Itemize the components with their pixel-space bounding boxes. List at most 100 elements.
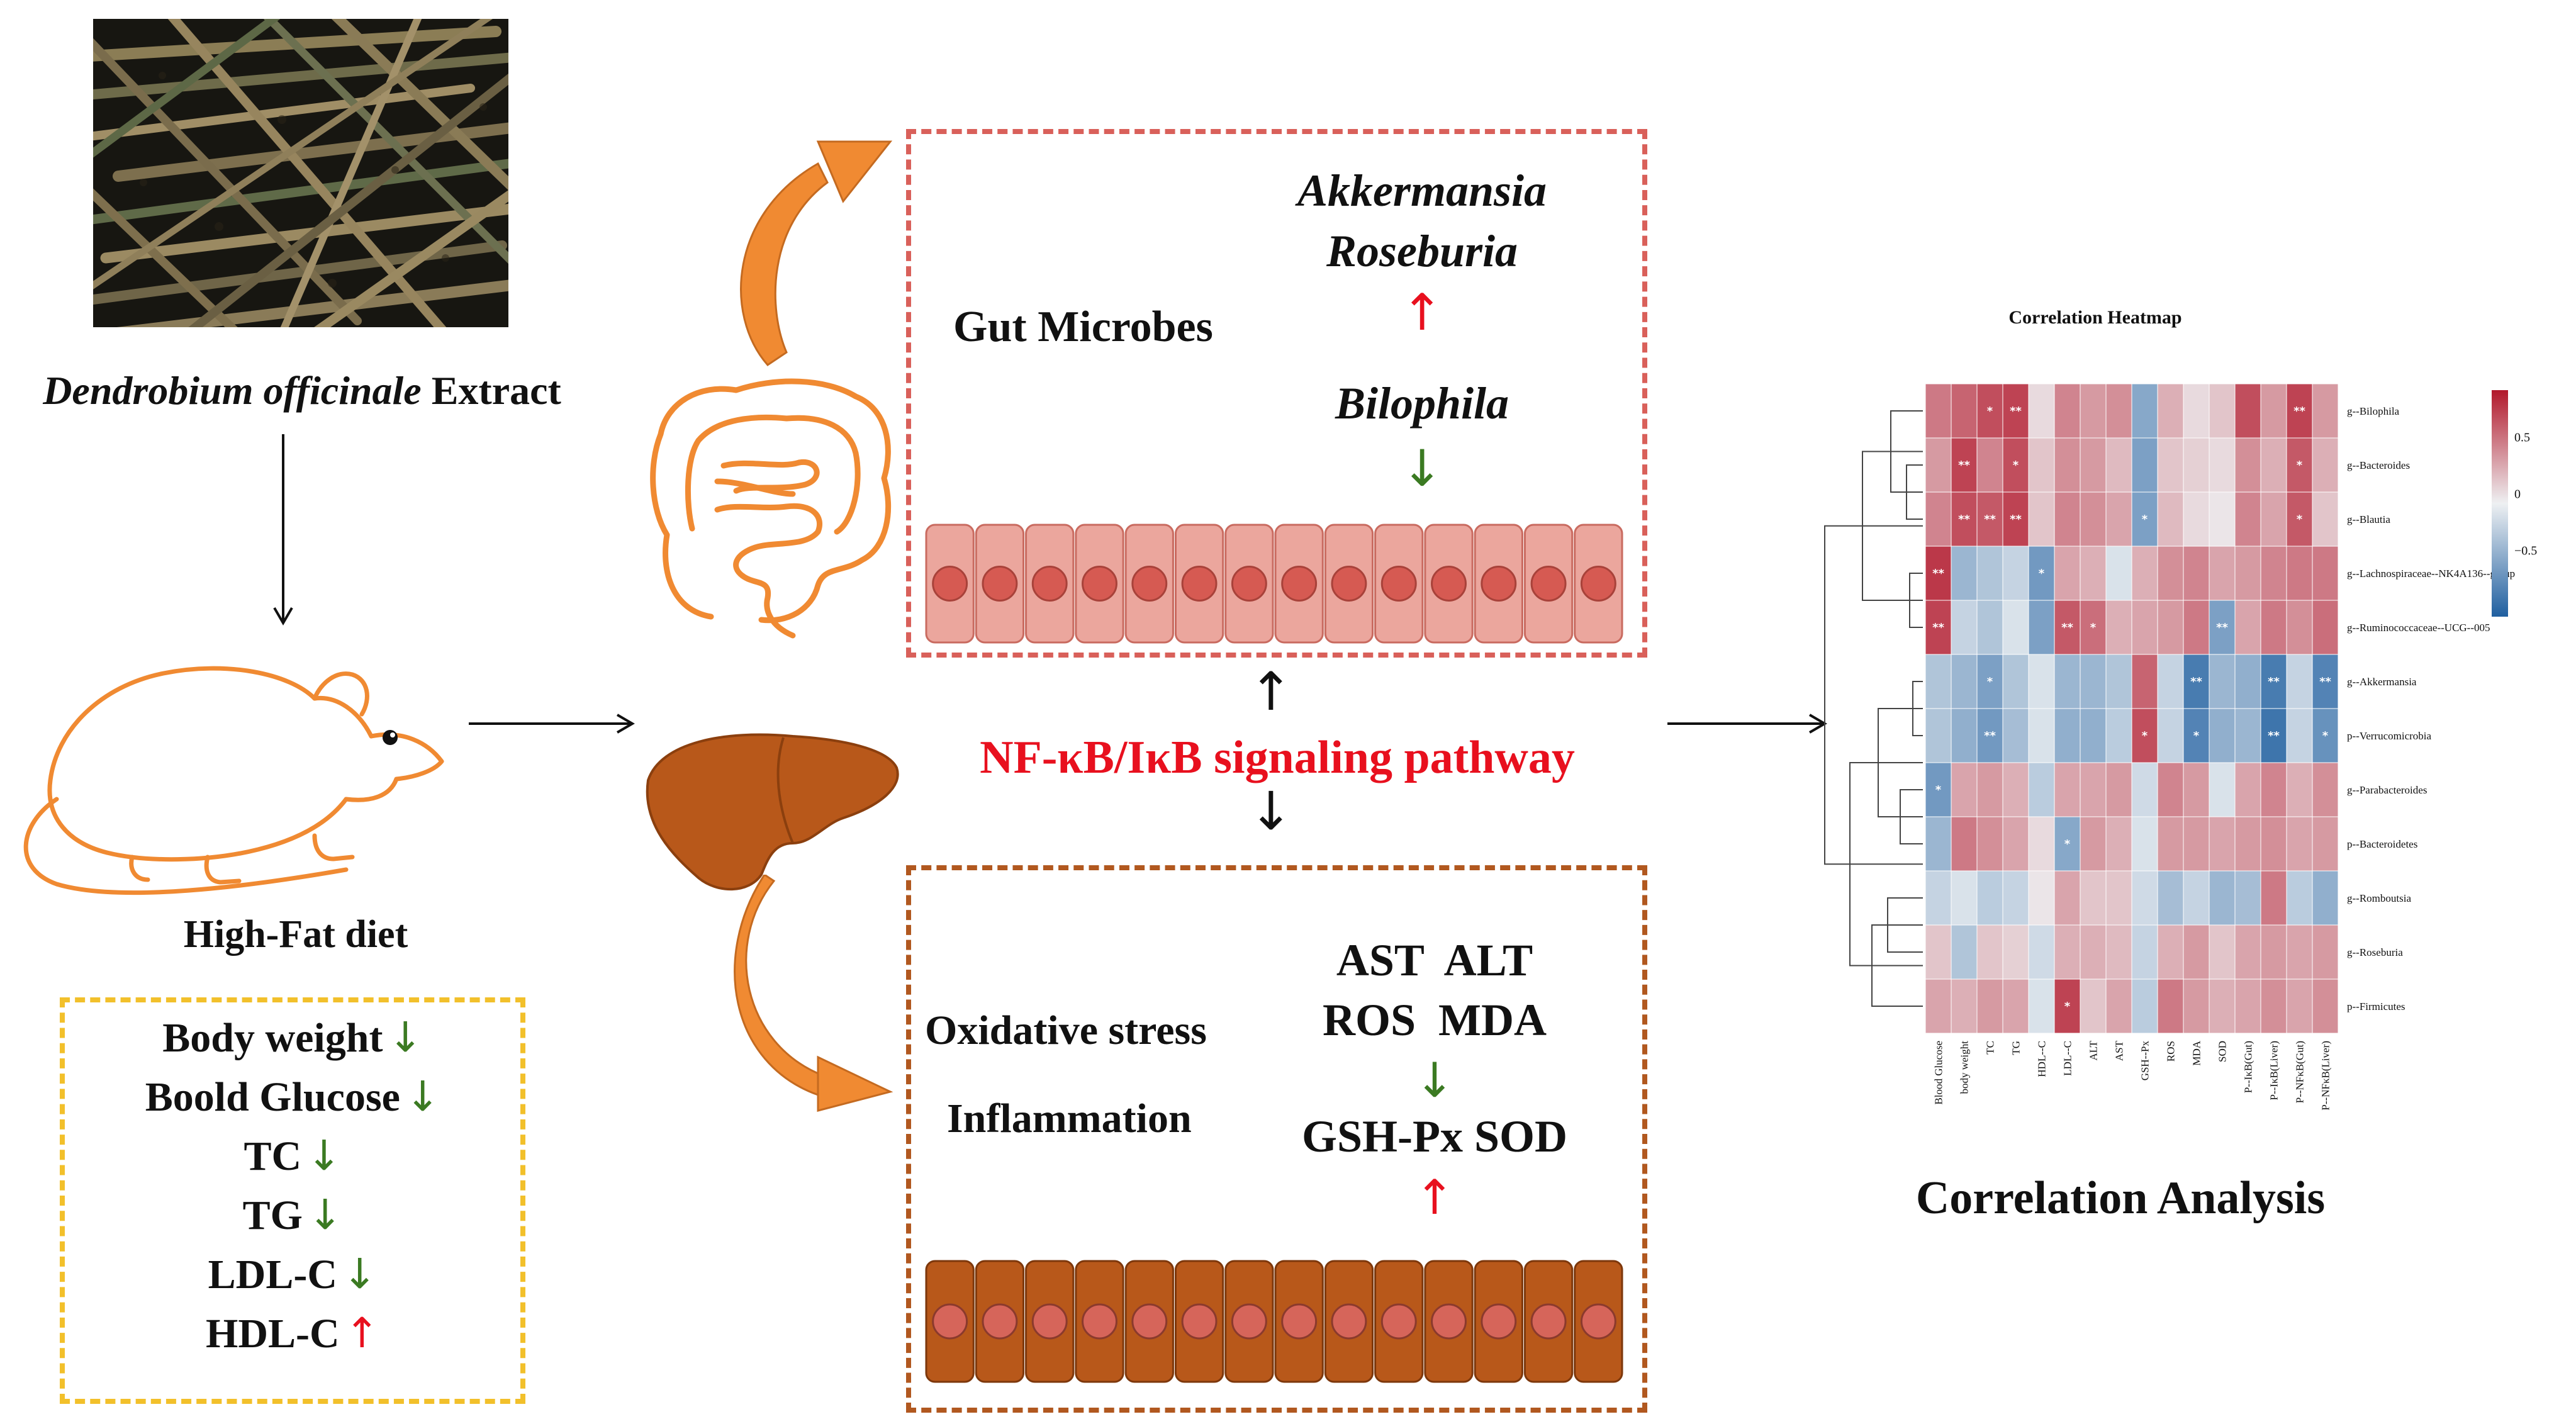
gut-epithelial-nucleus (1530, 566, 1567, 602)
heatmap-cell (2105, 762, 2132, 817)
hepatocyte-nucleus (932, 1303, 968, 1340)
heatmap-cell (2183, 600, 2210, 655)
heatmap-col-label: body weight (1959, 1041, 1971, 1094)
heatmap-cell (1976, 437, 2003, 493)
down-arrow-icon: ↓ (308, 1191, 343, 1239)
gut-increased-1: Akkermansia (1297, 165, 1547, 216)
heatmap-col-label: P--NFκB(Gut) (2294, 1041, 2306, 1103)
significance-mark: ** (2190, 675, 2202, 688)
heatmap-cell (2080, 924, 2107, 980)
heatmap-col-label: ALT (2088, 1040, 2100, 1060)
dendrobium-photo (93, 19, 508, 327)
heatmap-cell (2105, 546, 2132, 601)
significance-mark: * (2064, 1000, 2071, 1013)
heatmap-cell (2209, 383, 2236, 439)
heatmap-cell (2080, 491, 2107, 547)
heatmap-cell (2054, 546, 2081, 601)
significance-mark: * (1987, 405, 1993, 418)
gut-title: Gut Microbes (953, 303, 1213, 351)
heatmap-cell (2002, 437, 2029, 493)
heatmap-cell (2080, 870, 2107, 926)
significance-mark: ** (2010, 513, 2022, 526)
gut-decreased-1: Bilophila (1335, 378, 1509, 429)
heatmap-cell (1925, 383, 1952, 439)
heatmap-cell (2234, 924, 2261, 980)
heatmap-cell (1976, 816, 2003, 872)
heatmap-cell (2028, 437, 2055, 493)
heatmap-cell (2209, 816, 2236, 872)
down-arrow-icon: ↓ (342, 1250, 378, 1298)
heatmap-cell (2260, 978, 2287, 1034)
significance-mark: * (2090, 621, 2097, 634)
heatmap-cell (2260, 654, 2287, 709)
gut-epithelial-nucleus (1331, 566, 1367, 602)
heatmap-cell (2286, 978, 2313, 1034)
heatmap-cell (2028, 383, 2055, 439)
heatmap-col-label: P--IκB(Gut) (2243, 1041, 2254, 1093)
down-arrow-icon: ↓ (306, 1131, 342, 1180)
heatmap-cell (2209, 491, 2236, 547)
heatmap-cell (2105, 383, 2132, 439)
heatmap-cell (1976, 870, 2003, 926)
correlation-heatmap: ****************************************… (1824, 383, 2537, 1111)
heatmap-cell (2002, 546, 2029, 601)
heatmap-cell (1976, 600, 2003, 655)
liver-down-arrow: ↓ (1414, 1052, 1455, 1108)
gut-epithelial-nucleus (982, 566, 1018, 602)
heatmap-cell (1976, 762, 2003, 817)
heatmap-cell (2260, 491, 2287, 547)
heatmap-cell (2286, 762, 2313, 817)
heatmap-cell (1951, 816, 1978, 872)
heatmap-col-label: TC (1985, 1041, 1996, 1055)
heatmap-cell (2080, 383, 2107, 439)
significance-mark: ** (1984, 729, 1996, 743)
liver-markers-line3: GSH-Px SOD (1301, 1111, 1568, 1162)
heatmap-cell (2183, 978, 2210, 1034)
gut-epithelial-nucleus (1580, 566, 1616, 602)
heatmap-cell (2209, 924, 2236, 980)
effect-row: HDL-C↑ (60, 1309, 525, 1358)
heatmap-cell (2183, 762, 2210, 817)
heatmap-cell (2157, 600, 2184, 655)
heatmap-cell (2131, 924, 2158, 980)
heatmap-cell (2028, 816, 2055, 872)
heatmap-cell (2286, 437, 2313, 493)
significance-mark: * (1987, 675, 1993, 688)
gut-epithelial-nucleus (1131, 566, 1168, 602)
heatmap-cell (2286, 816, 2313, 872)
heatmap-cell (2260, 870, 2287, 926)
significance-mark: ** (2010, 405, 2022, 418)
heatmap-cell (2157, 762, 2184, 817)
heatmap-cell (2002, 978, 2029, 1034)
pathway-up-arrow: ↑ (1248, 661, 1294, 722)
gut-epithelium (925, 522, 1623, 645)
heatmap-cell (2209, 600, 2236, 655)
hepatocyte-nucleus (1580, 1303, 1616, 1340)
heatmap-cell (2183, 546, 2210, 601)
significance-mark: ** (2268, 729, 2280, 743)
heatmap-cell (2312, 978, 2339, 1034)
heatmap-cell (2183, 437, 2210, 493)
heatmap-col-label: LDL--C (2062, 1041, 2074, 1076)
heatmap-col-label: TG (2010, 1041, 2022, 1055)
heatmap-cell (2209, 762, 2236, 817)
heatmap-cell (2080, 762, 2107, 817)
heatmap-cell (2209, 437, 2236, 493)
heatmap-cell (2260, 437, 2287, 493)
heatmap-col-label: P--NFκB(Liver) (2320, 1041, 2332, 1111)
heatmap-cell (1925, 600, 1952, 655)
heatmap-cell (2157, 491, 2184, 547)
gut-epithelial-nucleus (1082, 566, 1117, 602)
heatmap-cell (1951, 600, 1978, 655)
gut-microbes-box (906, 129, 1647, 658)
heatmap-row-label: p--Firmicutes (2347, 1001, 2405, 1012)
extract-species: Dendrobium officinale (43, 368, 422, 413)
heatmap-cell (2209, 978, 2236, 1034)
heatmap-cell (2312, 816, 2339, 872)
pathway-down-arrow: ↓ (1248, 780, 1294, 842)
heatmap-row-label: g--Bacteroides (2347, 459, 2410, 471)
effects-box (60, 997, 525, 1404)
heatmap-caption: Correlation Analysis (1915, 1172, 2326, 1224)
heatmap-cell (2028, 491, 2055, 547)
heatmap-row-label: g--Blautia (2347, 513, 2390, 525)
